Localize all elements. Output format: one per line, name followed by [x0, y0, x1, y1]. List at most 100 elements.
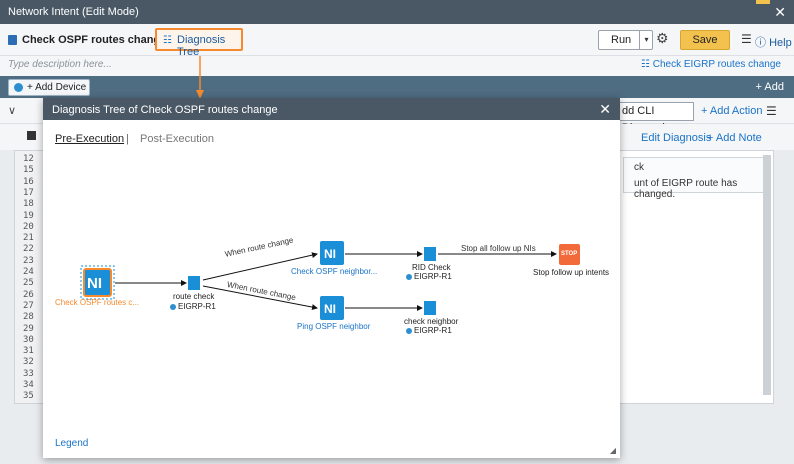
line-number: 31 [23, 346, 34, 357]
window-title: Network Intent (Edit Mode) [8, 6, 139, 18]
help-label: Help [769, 37, 792, 49]
line-number: 26 [23, 289, 34, 300]
edit-diagnosis-link[interactable]: Edit Diagnosis [641, 132, 712, 144]
add-menu-button[interactable]: + Add [755, 81, 784, 93]
window-close-icon[interactable]: ✕ [774, 4, 786, 20]
titlebar-accent [756, 0, 770, 4]
vertical-scrollbar[interactable] [763, 155, 771, 395]
route-check-device: EIGRP-R1 [170, 302, 216, 311]
ping-badge: NI [324, 302, 336, 316]
intent-icon [8, 35, 17, 45]
line-number: 32 [23, 357, 34, 368]
root-node-label[interactable]: Check OSPF routes c... [55, 298, 140, 307]
edge-route-check-to-ospf [202, 252, 318, 281]
add-note-link[interactable]: + Add Note [707, 132, 762, 144]
root-node-icon [83, 268, 112, 297]
stop-badge: STOP [561, 251, 578, 257]
gear-icon[interactable]: ⚙ [656, 30, 669, 46]
description-row: Type description here... ☷ Check EIGRP r… [0, 56, 794, 76]
line-number: 27 [23, 300, 34, 311]
dialog-close-icon[interactable]: ✕ [599, 101, 611, 117]
line-number: 25 [23, 278, 34, 289]
line-number: 28 [23, 312, 34, 323]
rid-check-node-icon [424, 247, 436, 261]
device-bar: + Add Device + Add [0, 76, 794, 98]
run-button[interactable]: Run ▾ [598, 30, 653, 50]
stop-label[interactable]: Stop follow up intents [533, 268, 610, 277]
add-device-label: + Add Device [27, 82, 87, 93]
help-icon: ⓘ [755, 37, 766, 49]
ping-ospf-label[interactable]: Ping OSPF neighbor [297, 322, 371, 331]
edge-stop-label: Stop all follow up NIs [461, 244, 536, 253]
line-number: 24 [23, 267, 34, 277]
line-number: 29 [23, 323, 34, 334]
dialog-title: Diagnosis Tree of Check OSPF routes chan… [52, 104, 278, 116]
tree-icon: ☷ [163, 35, 172, 46]
line-number: 23 [23, 255, 34, 266]
menu-icon[interactable]: ☰ [741, 32, 752, 46]
check-neighbor-device-label: EIGRP-R1 [414, 326, 452, 335]
add-cli-diagnosis-button[interactable]: dd CLI Diagnosis [614, 102, 694, 134]
legend-link[interactable]: Legend [55, 438, 89, 449]
tree-icon: ☷ [641, 59, 650, 70]
line-number: 30 [23, 334, 34, 345]
chevron-down-icon[interactable]: ▾ [639, 31, 653, 49]
intent-toolbar: Check OSPF routes change ☷ Diagnosis Tre… [0, 24, 794, 58]
chevron-down-icon[interactable]: ∨ [8, 105, 17, 117]
ospf-neighbor-label[interactable]: Check OSPF neighbor... [291, 267, 378, 276]
edge-route-check-to-ping [202, 285, 318, 310]
dialog-header: Diagnosis Tree of Check OSPF routes chan… [43, 98, 620, 120]
route-check-label[interactable]: route check [173, 292, 215, 301]
tab-post-execution[interactable]: Post-Execution [140, 133, 214, 145]
tab-pre-execution[interactable]: Pre-Execution [55, 133, 125, 145]
linked-intent-link[interactable]: ☷ Check EIGRP routes change [641, 59, 781, 70]
ospf-badge: NI [324, 247, 336, 261]
check-neighbor-label[interactable]: check neighbor [404, 317, 459, 326]
ospf-neighbor-node-icon [320, 241, 344, 265]
resize-handle-icon[interactable]: ◢ [609, 446, 616, 455]
diagnosis-note: ck unt of EIGRP route has changed. [623, 157, 769, 200]
help-link[interactable]: ⓘ Help [755, 34, 792, 50]
ping-ospf-node-icon [320, 296, 344, 320]
rid-check-label[interactable]: RID Check [412, 263, 451, 272]
check-neighbor-device: EIGRP-R1 [406, 326, 452, 335]
linked-intent-label: Check EIGRP routes change [652, 59, 781, 70]
intent-title: Check OSPF routes change [22, 34, 167, 46]
rid-check-device-label: EIGRP-R1 [414, 272, 452, 281]
device-icon [14, 83, 23, 92]
stop-node-icon [559, 244, 580, 265]
diagnosis-tree-label: Diagnosis Tree [177, 34, 226, 58]
route-check-node-icon [188, 276, 200, 290]
run-label: Run [611, 34, 632, 46]
add-action-link[interactable]: + Add Action [701, 105, 763, 117]
menu-icon[interactable]: ☰ [766, 104, 777, 118]
tab-separator: | [126, 133, 129, 145]
diagnosis-tree-dialog: Diagnosis Tree of Check OSPF routes chan… [43, 98, 620, 458]
line-number: 17 [23, 187, 34, 198]
terminal-icon [27, 131, 36, 140]
line-number: 21 [23, 233, 34, 244]
note-line-2: unt of EIGRP route has changed. [634, 178, 738, 200]
line-number: 15 [23, 165, 34, 176]
router-icon [406, 328, 412, 334]
router-icon [170, 304, 176, 310]
diagnosis-tree-button[interactable]: ☷ Diagnosis Tree [155, 28, 243, 58]
route-check-device-label: EIGRP-R1 [178, 302, 216, 311]
line-number: 34 [23, 380, 34, 390]
pointer-arrow-icon [196, 56, 204, 99]
line-number: 33 [23, 368, 34, 379]
tree-edges [80, 241, 580, 320]
window-titlebar: Network Intent (Edit Mode) ✕ [0, 0, 794, 24]
add-device-button[interactable]: + Add Device [8, 79, 90, 96]
line-number: 22 [23, 244, 34, 255]
line-number: 35 [23, 391, 34, 402]
diagnosis-tree-canvas: NI NI NI STOP Check OSPF routes c... rou… [43, 120, 620, 440]
root-badge: NI [87, 275, 102, 292]
line-number: 18 [23, 199, 34, 210]
description-input[interactable]: Type description here... [8, 59, 112, 70]
save-button[interactable]: Save [680, 30, 730, 50]
router-icon [406, 274, 412, 280]
root-node-selection [80, 265, 115, 300]
line-number: 20 [23, 221, 34, 232]
